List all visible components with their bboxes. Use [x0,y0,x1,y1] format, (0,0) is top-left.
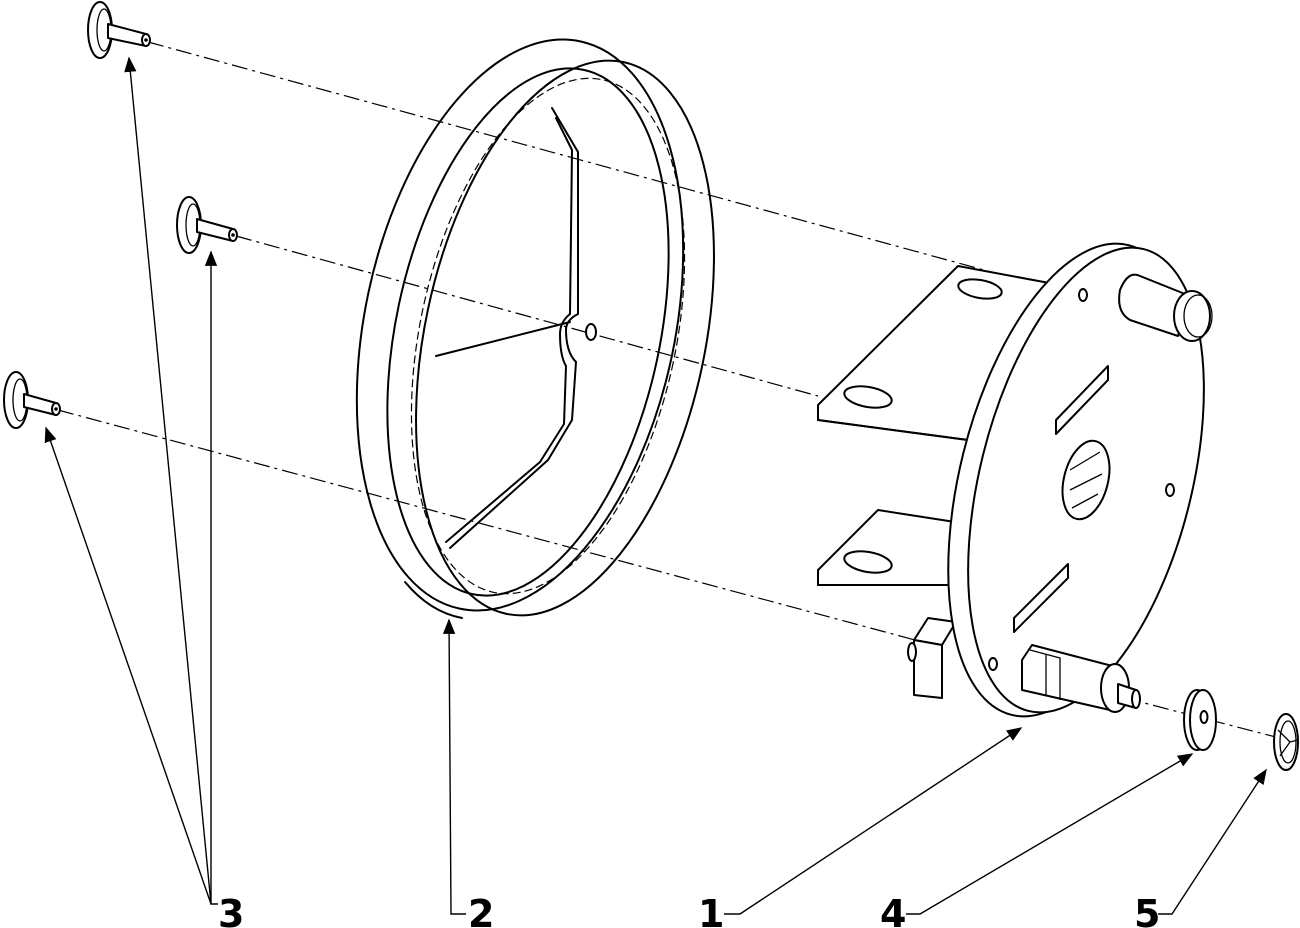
leader-lines [44,56,1267,915]
ring-frame [355,38,715,619]
retaining-clip [1273,713,1299,771]
shoulder-pin-top [87,1,151,59]
callout-label-3: 3 [218,892,244,928]
callout-labels: 3 2 1 4 5 [218,892,1160,928]
washer [1183,689,1217,751]
base-plate-assembly [817,242,1213,718]
shoulder-pin-bottom [3,371,61,429]
callout-label-4: 4 [880,892,906,928]
shoulder-pin-middle [176,196,238,254]
callout-label-2: 2 [468,892,494,928]
callout-label-1: 1 [698,892,724,928]
callout-label-5: 5 [1134,892,1160,928]
